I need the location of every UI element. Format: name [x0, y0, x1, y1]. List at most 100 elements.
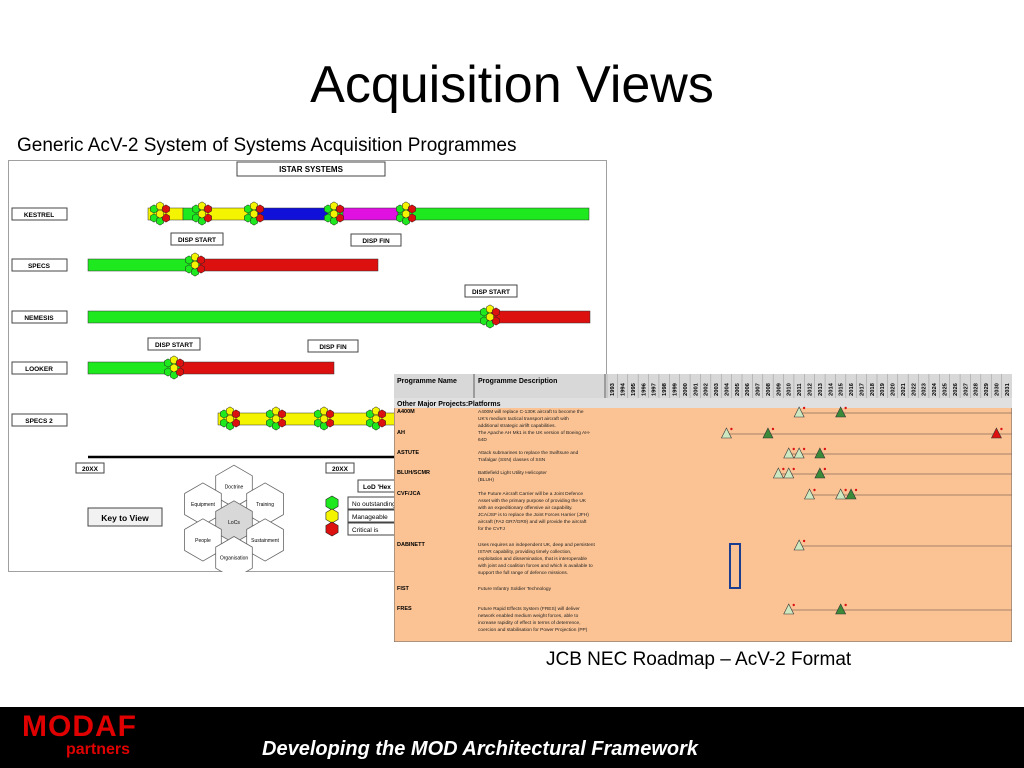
svg-text:DISP START: DISP START [155, 342, 193, 349]
year-header: 2030 [994, 383, 1000, 396]
svg-text:Doctrine: Doctrine [225, 484, 244, 490]
programme-description-line: UK's medium tactical transport aircraft … [478, 416, 569, 422]
programme-description-line: 64D [478, 437, 487, 443]
svg-text:Manageable: Manageable [352, 514, 388, 521]
year-header: 2029 [984, 382, 990, 396]
slide-title: Acquisition Views [310, 56, 714, 114]
year-header: 2004 [724, 382, 730, 396]
milestone-triangle [783, 467, 795, 479]
lod-status-hex-cluster [324, 201, 344, 226]
year-header: 1999 [673, 382, 679, 396]
lod-status-hex-cluster [150, 201, 170, 226]
lod-status-hex-cluster [480, 304, 500, 329]
section-row-bg [394, 398, 1012, 408]
year-header: 2017 [859, 383, 865, 396]
programme-description-line: support the full range of defence missio… [478, 570, 568, 576]
year-header: 2023 [922, 382, 928, 396]
year-header: 2021 [901, 382, 907, 396]
programme-description-line: increase rapidity of effect in terms of … [478, 620, 581, 626]
year-header: 1997 [652, 383, 658, 396]
programme-description-line: Future Infantry Soldier Technology [478, 586, 552, 592]
programme-description-line: additional strategic airlift capabilitie… [478, 423, 556, 429]
roadmap-header-bg [394, 374, 1012, 398]
year-header: 1995 [631, 382, 637, 396]
milestone-label-disp-start: DISP START [464, 284, 518, 298]
year-header: 2003 [714, 382, 720, 396]
milestone-triangle [720, 427, 732, 439]
milestone-triangle [814, 467, 826, 479]
programme-description-line: with an expeditionary offensive air capa… [478, 505, 572, 511]
programme-name: DABINETT [397, 542, 425, 548]
lod-hex-people: People [184, 518, 222, 562]
year-header: 2027 [963, 383, 969, 396]
year-header: 2014 [828, 382, 834, 396]
programme-bar-segment [87, 258, 201, 272]
year-header: 2000 [683, 383, 689, 396]
year-header: 2001 [693, 382, 699, 396]
year-header: 2022 [911, 383, 917, 396]
year-header: 1998 [662, 382, 668, 396]
year-header: 2026 [953, 382, 959, 396]
programme-description-line: exploitation and dissemination, that is … [478, 556, 587, 562]
programme-name: A400M [397, 409, 415, 415]
svg-text:SPECS 2: SPECS 2 [25, 418, 53, 425]
milestone-triangle [793, 539, 805, 551]
row-label-specs-2: SPECS 2 [11, 413, 68, 427]
programme-bar-segment [257, 207, 329, 221]
milestone-triangle [845, 488, 857, 500]
milestone-triangle [835, 488, 847, 500]
programme-description-line: network enabled medium weight forces, ab… [478, 613, 579, 619]
roadmap-caption: JCB NEC Roadmap – AcV-2 Format [546, 649, 852, 670]
svg-text:DISP START: DISP START [472, 289, 510, 296]
programme-description-line: The Future Aircraft Carrier will be a Jo… [478, 491, 583, 497]
programme-description-line: Trafalgar (SSN) classes of SSN [478, 457, 546, 463]
lod-status-hex-cluster [396, 201, 416, 226]
programme-bar-segment [489, 310, 591, 324]
programme-name: AH [397, 430, 405, 436]
istar-header: ISTAR SYSTEMS [279, 165, 344, 174]
year-header: 2010 [787, 383, 793, 396]
year-header: 2005 [735, 382, 741, 396]
programme-description-line: ISTAR capability, providing timely colle… [478, 549, 571, 555]
modaf-logo-partners: partners [66, 741, 131, 758]
milestone-triangle [783, 447, 795, 459]
programme-bar-segment [342, 207, 399, 221]
svg-text:SPECS: SPECS [28, 263, 51, 270]
programme-name: BLUH/SCMR [397, 470, 430, 476]
programme-bar-segment [179, 361, 335, 375]
year-header: 2009 [776, 382, 782, 396]
row-label-nemesis: NEMESIS [11, 310, 68, 324]
year-header: 2007 [756, 383, 762, 396]
dabinett-highlight-box [729, 543, 741, 589]
programme-description-line: (BLUH) [478, 477, 494, 483]
col-header-name: Programme Name [397, 378, 457, 385]
year-header: 2016 [849, 382, 855, 396]
milestone-triangle [990, 427, 1002, 439]
milestone-triangle [793, 447, 805, 459]
year-header: 2025 [943, 382, 949, 396]
programme-bar-segment [87, 310, 491, 324]
lod-status-hex-cluster [366, 406, 386, 431]
programme-description-line: Uses requires an independent UK, deep an… [478, 542, 595, 548]
svg-text:No outstanding: No outstanding [352, 501, 396, 508]
svg-text:DISP FIN: DISP FIN [319, 344, 347, 351]
svg-text:LoCs: LoCs [228, 520, 240, 526]
lod-status-hex-cluster [244, 201, 264, 226]
programme-bar-segment [407, 207, 590, 221]
key-to-view-button[interactable]: Key to View [87, 507, 163, 527]
istar-header-box [236, 161, 386, 177]
slide-subtitle: Generic AcV-2 System of Systems Acquisit… [17, 135, 517, 156]
programme-description-line: with joint and coalition forces and whic… [478, 563, 593, 569]
lod-status-hex-cluster [164, 355, 184, 380]
row-label-kestrel: KESTREL [11, 207, 68, 221]
svg-text:DISP START: DISP START [178, 237, 216, 244]
footer-text: Developing the MOD Architectural Framewo… [262, 738, 699, 760]
programme-description-line: for the CVFJ [478, 526, 506, 532]
svg-text:Training: Training [256, 502, 274, 508]
milestone-label-disp-fin: DISP FIN [307, 339, 359, 353]
year-header: 2002 [704, 383, 710, 396]
year-header: 2018 [870, 382, 876, 396]
legend-item: Manageable [325, 508, 409, 524]
